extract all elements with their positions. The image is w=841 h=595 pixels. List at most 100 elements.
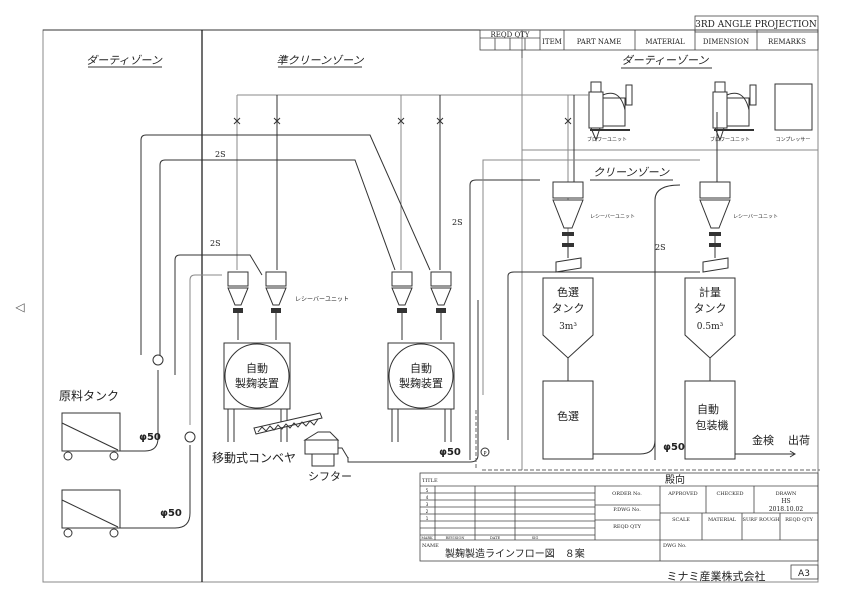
- reqd-qty-label: REQD QTY: [613, 524, 642, 530]
- packer-label: 自動: [697, 402, 719, 416]
- raw-tank-2-line: [120, 445, 191, 529]
- koji-machine-label: 製麹装置: [235, 376, 279, 390]
- phi50-label: φ50: [439, 447, 461, 458]
- weigh-tank-label: 計量: [699, 285, 721, 299]
- color-sorter-label: 色選: [557, 409, 579, 423]
- col-reqd-qty: REQD QTY: [491, 31, 530, 39]
- pipe-size-2s: 2S: [210, 239, 221, 248]
- blower-unit-1: [588, 81, 633, 142]
- col-dimension: DIMENSION: [703, 38, 749, 46]
- receiver-units: [227, 271, 452, 340]
- blower-unit-2: [712, 81, 757, 142]
- transport-line-3: [174, 254, 263, 375]
- weigh-tank: [684, 277, 736, 359]
- revision-mark: 1: [426, 516, 429, 521]
- zone-dirty-left: ダーティゾーン: [86, 54, 163, 67]
- receiver-unit-label: レシーバーユニット: [733, 214, 778, 220]
- screw-conveyor: [253, 412, 323, 435]
- shipping-label: 出荷: [788, 433, 810, 447]
- packer-box: [684, 380, 736, 460]
- pipe-size-2s: 2S: [452, 218, 463, 227]
- rev-col-date: DATE: [490, 536, 500, 540]
- blower-unit-label: ブロワーユニット: [587, 136, 627, 143]
- scale-label: SCALE: [672, 517, 690, 523]
- col-part-name: PART NAME: [577, 38, 622, 46]
- p-dwg-no-label: P.DWG No.: [613, 507, 641, 513]
- compressor-label: コンプレッサー: [776, 137, 811, 143]
- color-tank-label: 色選: [557, 285, 579, 299]
- raw-tank-label: 原料タンク: [59, 389, 119, 403]
- clean-transfer-line-2: [654, 184, 681, 460]
- transport-line-2: [140, 134, 431, 355]
- color-sort-tank: [542, 277, 594, 359]
- revision-mark: 3: [426, 502, 429, 507]
- sifter-outlet-line: [347, 300, 479, 463]
- sifter: [303, 431, 349, 467]
- surf-rough-label: SURF ROUGH: [743, 517, 781, 523]
- color-sorter-box: [542, 380, 594, 460]
- receiver-unit-label: レシーバーユニット: [590, 214, 635, 220]
- drawn-label: DRAWN: [776, 491, 797, 497]
- title-label: TITLE: [422, 478, 438, 484]
- transport-to-clean: [469, 179, 540, 460]
- zone-semi-clean: 準クリーンゾーン: [277, 54, 365, 67]
- shipping-arrow: [735, 450, 796, 458]
- col-material: MATERIAL: [645, 38, 685, 46]
- koji-machine-1: [223, 342, 291, 442]
- order-no-label: ORDER No.: [612, 491, 642, 497]
- metal-check-label: 金検: [752, 433, 774, 447]
- title-block: [419, 472, 819, 580]
- destination-label: 殿向: [665, 473, 685, 486]
- rev-col-mark: MARK: [421, 536, 433, 540]
- checked-label: CHECKED: [716, 491, 743, 497]
- rev-col-sig: SIG: [532, 536, 539, 540]
- packer-label: 包装機: [696, 418, 729, 432]
- phi50-label: φ50: [139, 432, 161, 443]
- compressor-box: [774, 83, 813, 131]
- koji-machine-label: 製麹装置: [399, 376, 443, 390]
- weigh-tank-label: タンク: [694, 302, 727, 315]
- pump-icon: [480, 447, 490, 457]
- rotary-valve-icon: [152, 354, 164, 366]
- reqd-qty-label: REQD QTY: [785, 517, 814, 523]
- revision-mark: 4: [426, 495, 429, 500]
- raw-tank-2: [61, 489, 121, 538]
- pump-label: P: [483, 451, 486, 457]
- color-tank-volume: 3m³: [559, 322, 577, 332]
- col-item: ITEM: [542, 38, 562, 46]
- drawn-date: 2018.10.02: [769, 506, 804, 513]
- transport-line-1: [159, 159, 396, 355]
- pipe-size-2s: 2S: [215, 150, 226, 159]
- rotary-valve-icon: [184, 431, 196, 443]
- name-label: NAME: [422, 543, 439, 549]
- conveyor-label: 移動式コンベヤ: [212, 451, 296, 465]
- receiver-unit-label: レシーバーユニット: [295, 296, 349, 303]
- sifter-label: シフター: [308, 470, 352, 483]
- receiver-clean-2: [699, 181, 731, 273]
- col-remarks: REMARKS: [768, 38, 806, 46]
- parts-table: [479, 15, 819, 58]
- company-name: ミナミ産業株式会社: [667, 569, 766, 583]
- drawn-by: HS: [781, 498, 790, 505]
- prev-page-arrow-icon[interactable]: ◁: [14, 300, 24, 314]
- material-label: MATERIAL: [708, 517, 737, 523]
- rev-col-revision: REVISION: [446, 536, 465, 540]
- color-tank-label: タンク: [552, 302, 585, 315]
- clean-transfer-line: [507, 271, 700, 440]
- approved-label: APPROVED: [667, 491, 697, 497]
- koji-machine-label: 自動: [410, 361, 432, 375]
- projection-label: 3RD ANGLE PROJECTION: [695, 20, 817, 30]
- return-line: [482, 159, 700, 395]
- transport-line-4: [189, 274, 222, 425]
- dashed-return: [475, 410, 820, 471]
- drawing-name: 製麹製造ラインフロー図 ８案: [445, 547, 585, 560]
- valve-icons: [233, 117, 572, 125]
- revision-mark: 2: [426, 509, 429, 514]
- phi50-label: φ50: [160, 508, 182, 519]
- raw-tank-1-line: [120, 370, 159, 452]
- dwg-no-label: DWG No.: [663, 543, 687, 549]
- raw-tank-1: [61, 412, 121, 461]
- phi50-label: φ50: [663, 442, 685, 453]
- pipe-size-2s: 2S: [655, 243, 666, 252]
- koji-machine-label: 自動: [246, 361, 268, 375]
